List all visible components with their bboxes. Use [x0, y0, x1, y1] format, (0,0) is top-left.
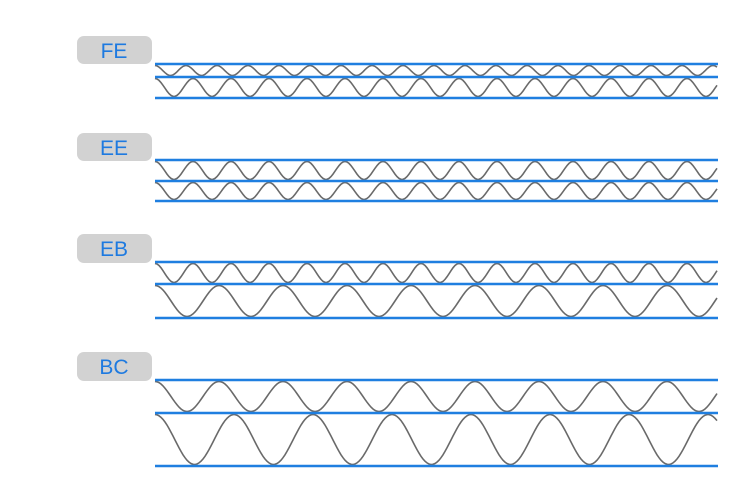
board-label-tag — [77, 352, 152, 381]
board-label: FE — [101, 40, 128, 63]
board-bc: BC — [77, 352, 718, 468]
board-fe: FE — [77, 36, 718, 100]
flute-layer-top — [154, 160, 718, 181]
board-label: EE — [100, 137, 128, 160]
flute-layer-top — [154, 64, 718, 77]
flute-layer-bottom — [154, 284, 718, 318]
flute-layer-top — [154, 380, 718, 413]
board-label: EB — [100, 238, 128, 261]
flute-layer-bottom — [154, 181, 718, 201]
flute-layer-top — [154, 262, 718, 284]
board-eb: EB — [77, 234, 718, 320]
board-label: BC — [99, 356, 128, 379]
flute-layer-bottom — [154, 413, 718, 466]
board-label-tag — [77, 234, 152, 263]
board-label-tag — [77, 133, 152, 161]
board-ee: EE — [77, 133, 718, 203]
flute-layer-bottom — [154, 77, 718, 98]
board-label-tag — [77, 36, 152, 64]
